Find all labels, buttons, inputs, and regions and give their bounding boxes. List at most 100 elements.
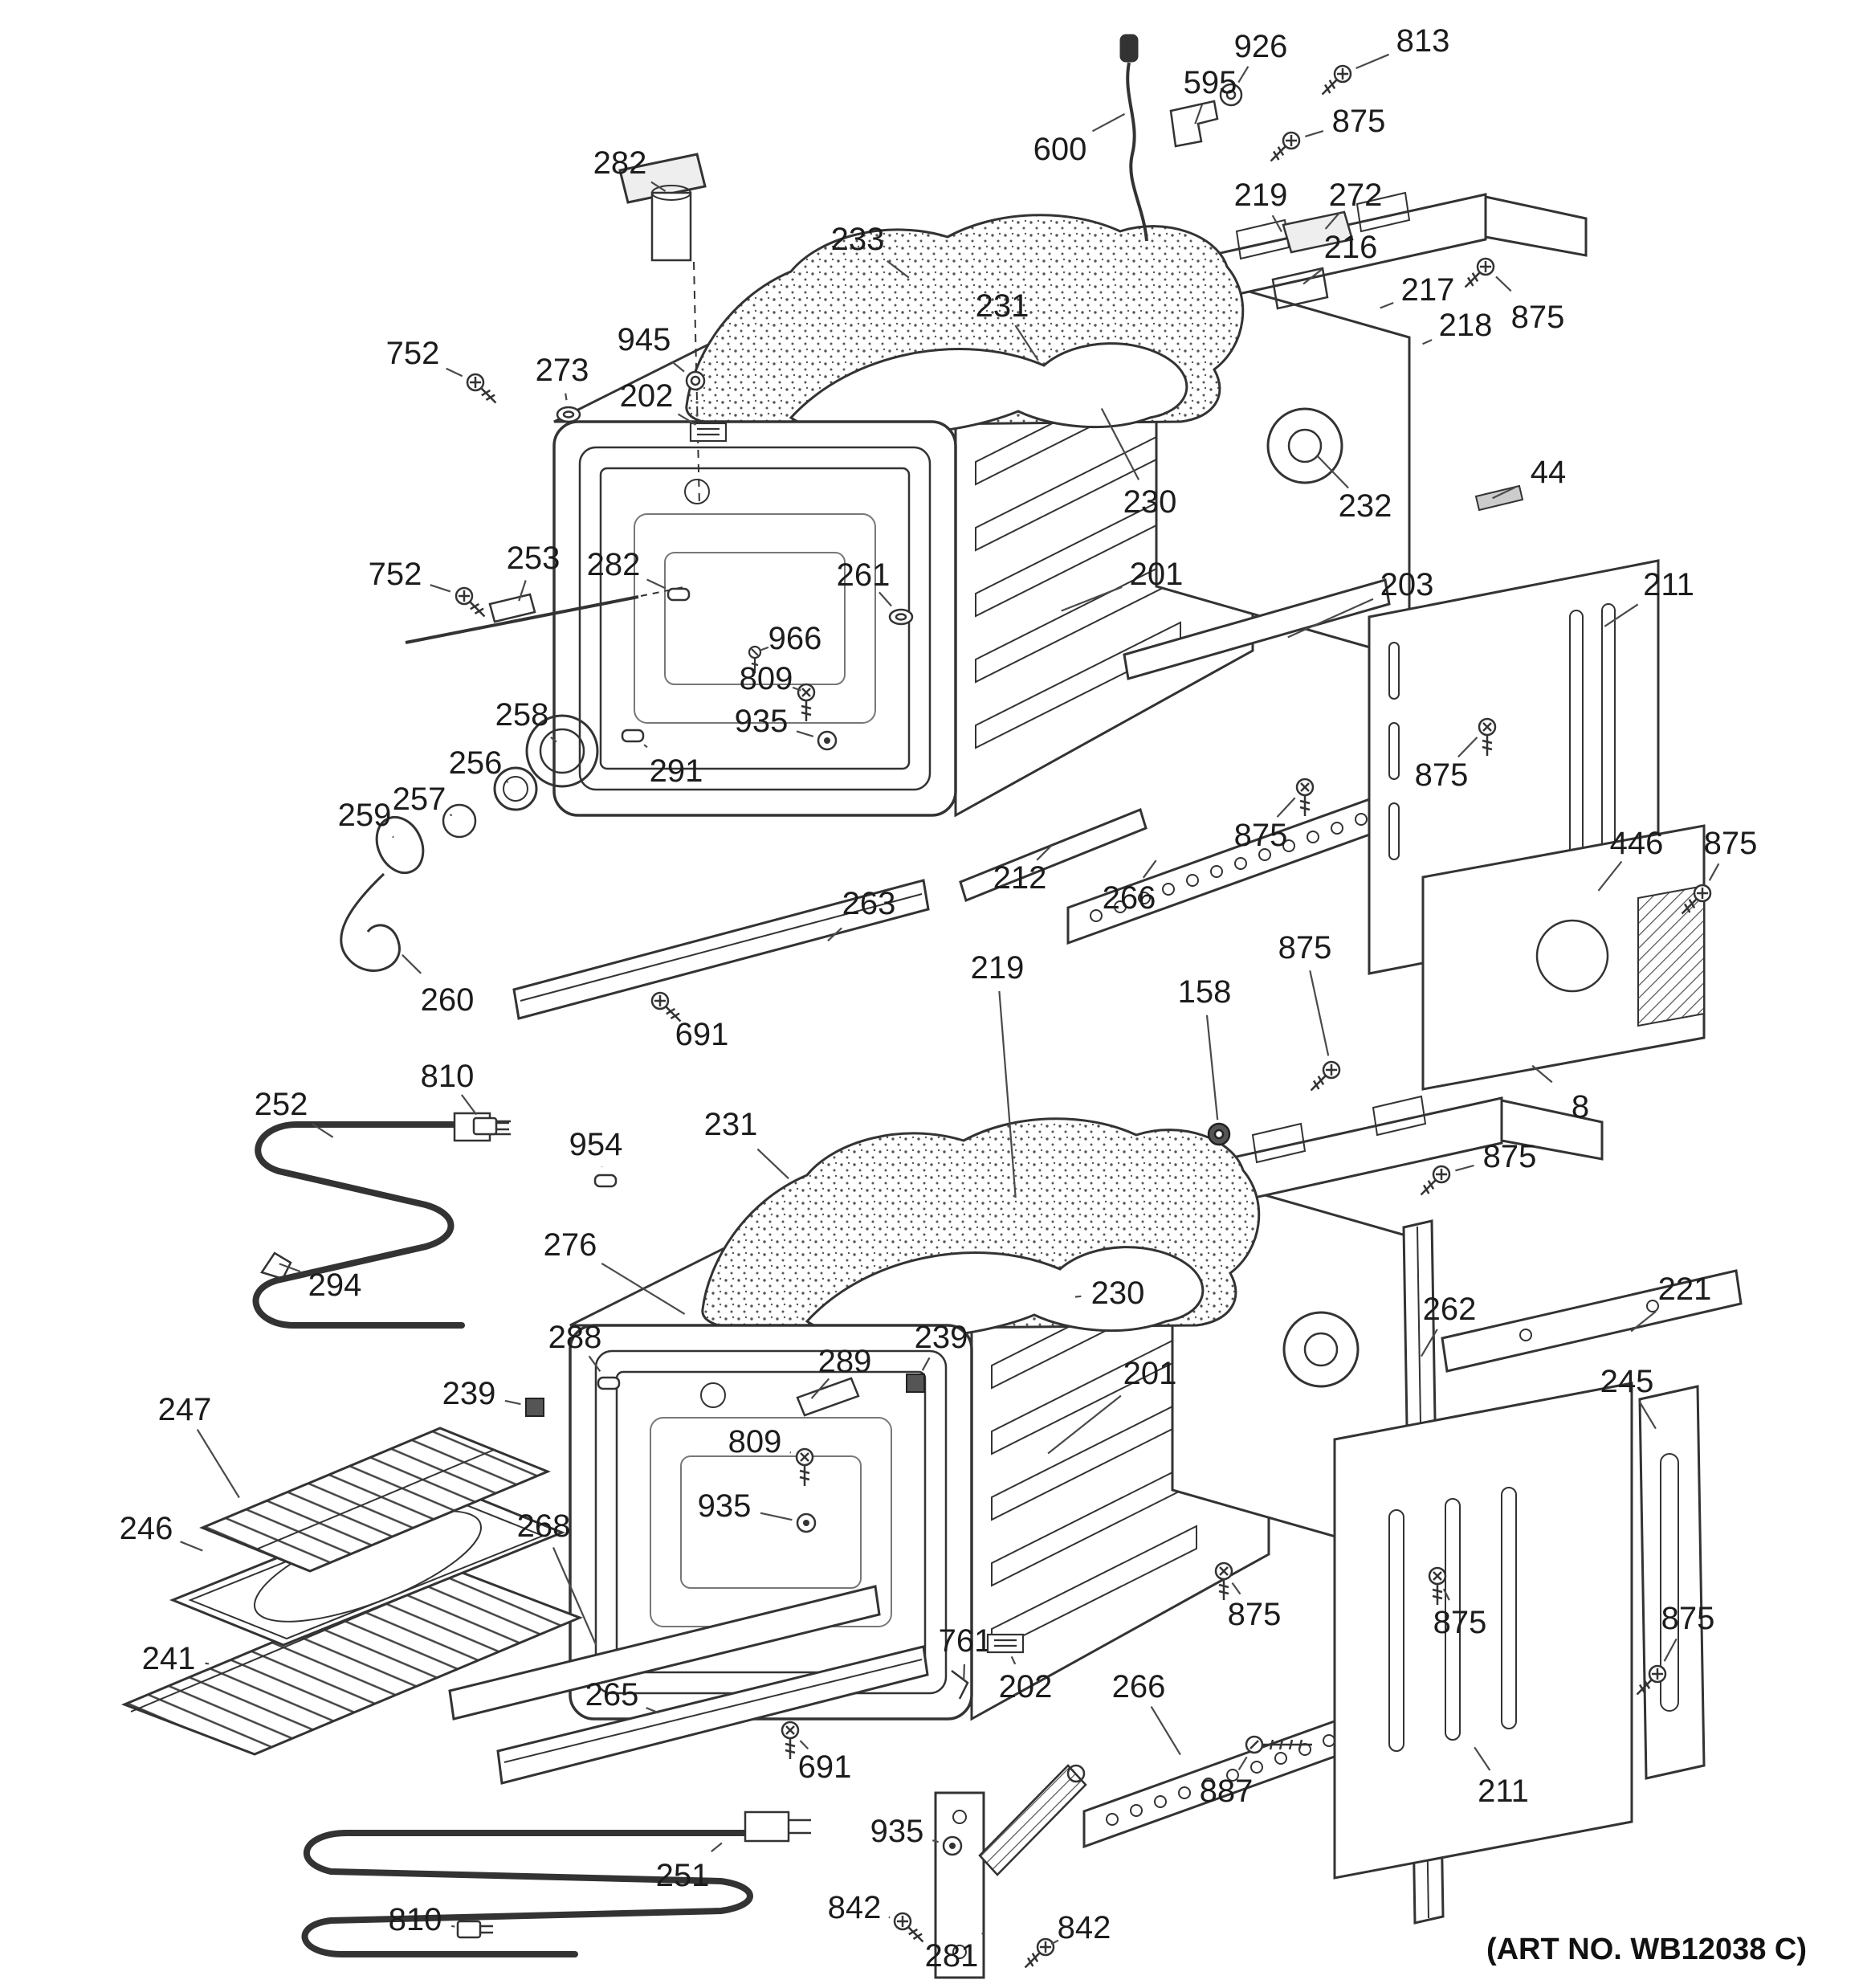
part-158-hardware	[1207, 1122, 1231, 1146]
spacer-strip	[1474, 484, 1524, 512]
leader-line	[677, 413, 697, 426]
leader-line	[1047, 1394, 1122, 1455]
part-callout-272: 272	[1329, 178, 1383, 213]
leader-line	[1142, 859, 1157, 879]
part-callout-842: 842	[828, 1890, 882, 1925]
part-691-hardware	[781, 1721, 800, 1761]
part-callout-935: 935	[735, 704, 789, 739]
leader-line	[1100, 407, 1140, 480]
bake-element	[301, 1810, 811, 1957]
grill-rack	[199, 1427, 551, 1573]
part-273-hardware	[556, 406, 581, 423]
part-callout-219: 219	[1234, 178, 1288, 213]
part-239-hardware	[525, 1398, 544, 1417]
leader-line	[449, 814, 453, 817]
leader-line	[1194, 104, 1203, 125]
part-callout-239: 239	[915, 1320, 968, 1355]
part-261-hardware	[888, 608, 914, 626]
part-callout-875: 875	[1483, 1139, 1537, 1174]
broil-element	[252, 1112, 511, 1329]
lower-back-panel	[1333, 1382, 1633, 1880]
leader-line	[1531, 1064, 1553, 1084]
leader-line	[1237, 66, 1249, 84]
leader-line	[402, 954, 422, 974]
part-callout-945: 945	[618, 322, 671, 357]
element-bracket	[260, 1251, 292, 1280]
part-202-hardware	[689, 422, 728, 443]
part-callout-595: 595	[1184, 65, 1237, 100]
leader-line	[180, 1541, 203, 1552]
part-callout-221: 221	[1658, 1272, 1712, 1307]
part-callout-247: 247	[158, 1392, 212, 1427]
part-callout-202: 202	[620, 378, 674, 414]
part-callout-926: 926	[1234, 29, 1288, 64]
part-282-hardware	[667, 587, 691, 602]
leader-line	[504, 1399, 521, 1406]
part-callout-691: 691	[675, 1017, 729, 1052]
part-810-hardware	[456, 1920, 495, 1939]
part-callout-875: 875	[1433, 1605, 1487, 1640]
part-callout-691: 691	[798, 1749, 852, 1785]
part-935-hardware	[942, 1835, 963, 1856]
art-number: (ART NO. WB12038 C)	[1486, 1933, 1807, 1966]
temperature-probe	[1119, 34, 1148, 242]
leader-line	[1302, 268, 1323, 285]
part-callout-212: 212	[993, 860, 1047, 896]
part-875-hardware	[1414, 1161, 1454, 1202]
part-callout-263: 263	[842, 886, 896, 921]
leader-line	[1663, 1638, 1678, 1662]
door-hinge	[934, 1764, 1087, 1979]
leader-line	[552, 1547, 597, 1646]
vent-plate	[796, 1377, 860, 1417]
part-callout-276: 276	[544, 1227, 597, 1263]
leader-line	[1324, 211, 1341, 230]
leader-line	[1205, 1014, 1219, 1121]
corner-bracket	[951, 1670, 969, 1700]
leader-line	[1036, 845, 1052, 861]
part-callout-446: 446	[1610, 826, 1664, 861]
part-callout-600: 600	[1033, 132, 1087, 167]
part-callout-935: 935	[870, 1814, 924, 1849]
leader-line	[1708, 863, 1720, 881]
part-callout-241: 241	[142, 1641, 196, 1676]
access-panel	[1421, 824, 1706, 1091]
leader-line	[756, 1148, 789, 1180]
part-875-hardware	[1304, 1057, 1344, 1097]
part-875-hardware	[1295, 778, 1315, 818]
leader-line	[1050, 1939, 1059, 1945]
part-callout-232: 232	[1339, 488, 1392, 524]
part-callout-875: 875	[1704, 826, 1758, 861]
part-callout-281: 281	[925, 1938, 979, 1974]
leader-line	[1638, 1401, 1657, 1430]
part-callout-810: 810	[421, 1059, 475, 1094]
part-callout-266: 266	[1112, 1669, 1166, 1704]
part-callout-810: 810	[389, 1902, 442, 1937]
part-813-hardware	[1315, 61, 1355, 101]
leader-line	[1457, 737, 1478, 758]
part-291-hardware	[621, 729, 645, 743]
part-callout-875: 875	[1278, 930, 1332, 965]
leader-line	[1231, 1582, 1241, 1595]
leader-line	[643, 744, 648, 749]
part-callout-875: 875	[1661, 1601, 1715, 1636]
part-935-hardware	[796, 1512, 817, 1533]
part-callout-8: 8	[1572, 1089, 1589, 1125]
leader-line	[588, 1355, 601, 1373]
part-callout-233: 233	[831, 222, 885, 257]
leader-line	[827, 927, 842, 942]
part-callout-201: 201	[1130, 557, 1184, 592]
part-callout-842: 842	[1058, 1910, 1111, 1945]
part-callout-875: 875	[1332, 104, 1386, 139]
leader-line	[1010, 1655, 1017, 1665]
part-202-hardware	[986, 1633, 1025, 1654]
part-callout-230: 230	[1123, 484, 1177, 520]
part-callout-257: 257	[393, 782, 446, 817]
part-callout-954: 954	[569, 1127, 623, 1162]
part-239-hardware	[906, 1374, 925, 1393]
leader-line	[810, 1378, 830, 1399]
part-callout-217: 217	[1401, 272, 1455, 308]
part-callout-201: 201	[1123, 1356, 1177, 1391]
part-callout-875: 875	[1511, 300, 1565, 335]
part-callout-231: 231	[704, 1107, 758, 1142]
